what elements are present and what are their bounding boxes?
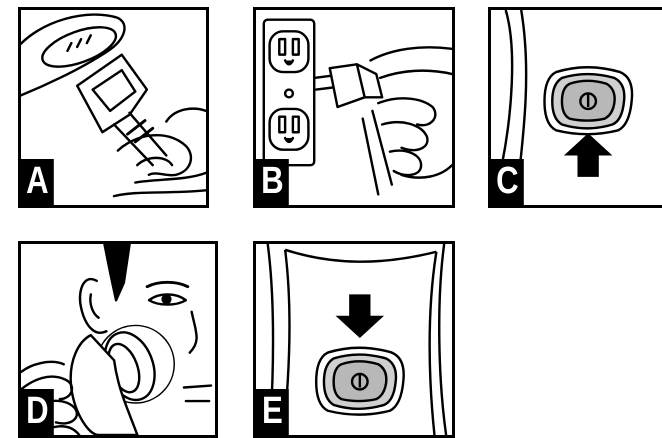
panel-label-e: E — [256, 389, 289, 435]
panel-label-b: B — [256, 159, 289, 205]
panel-label-d: D — [21, 389, 54, 435]
panel-label-a: A — [21, 159, 54, 205]
arrow-up-icon — [564, 133, 613, 177]
panel-d-shaving: D — [18, 241, 218, 438]
panel-c-power-on: C — [488, 7, 662, 208]
panel-b-wall-outlet: B — [253, 7, 455, 208]
panel-a-charging-cord: A — [18, 7, 209, 208]
arrow-down-icon — [336, 294, 384, 338]
panel-label-c: C — [491, 159, 524, 205]
panel-e-power-off: E — [253, 241, 455, 438]
